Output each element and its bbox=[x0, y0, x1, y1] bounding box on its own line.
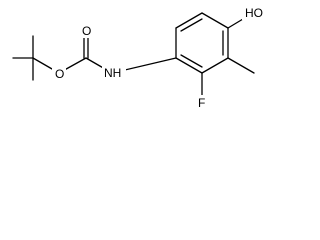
carbonyl-oxygen-label-background bbox=[79, 23, 93, 38]
chemical-structure-drawing: HO O O NH F bbox=[12, 4, 264, 110]
bond-ring-c5-c6 bbox=[201, 57, 229, 74]
bond-ring-inner-c2-c3 bbox=[180, 18, 203, 32]
ester-oxygen-label-background bbox=[52, 66, 66, 81]
bond-ring-c2-c3 bbox=[175, 12, 203, 29]
amine-label: NH bbox=[104, 66, 121, 80]
fluorine-label: F bbox=[198, 96, 205, 110]
bond-ring-to-methyl bbox=[227, 57, 255, 74]
carbonyl-oxygen-label: O bbox=[82, 24, 91, 38]
fluorine-label-background bbox=[196, 95, 208, 110]
amine-label-background bbox=[102, 64, 126, 80]
hydroxyl-label: HO bbox=[245, 6, 263, 20]
bond-ring-c3-c4 bbox=[201, 12, 229, 29]
atom-label-layer: HO O O NH F bbox=[52, 4, 264, 110]
bond-ring-inner-c6-c1 bbox=[180, 54, 203, 68]
bond-layer bbox=[12, 12, 255, 98]
ester-oxygen-label: O bbox=[55, 67, 64, 81]
bond-ring-c6-c1 bbox=[175, 57, 203, 74]
hydroxyl-label-background bbox=[242, 4, 264, 20]
